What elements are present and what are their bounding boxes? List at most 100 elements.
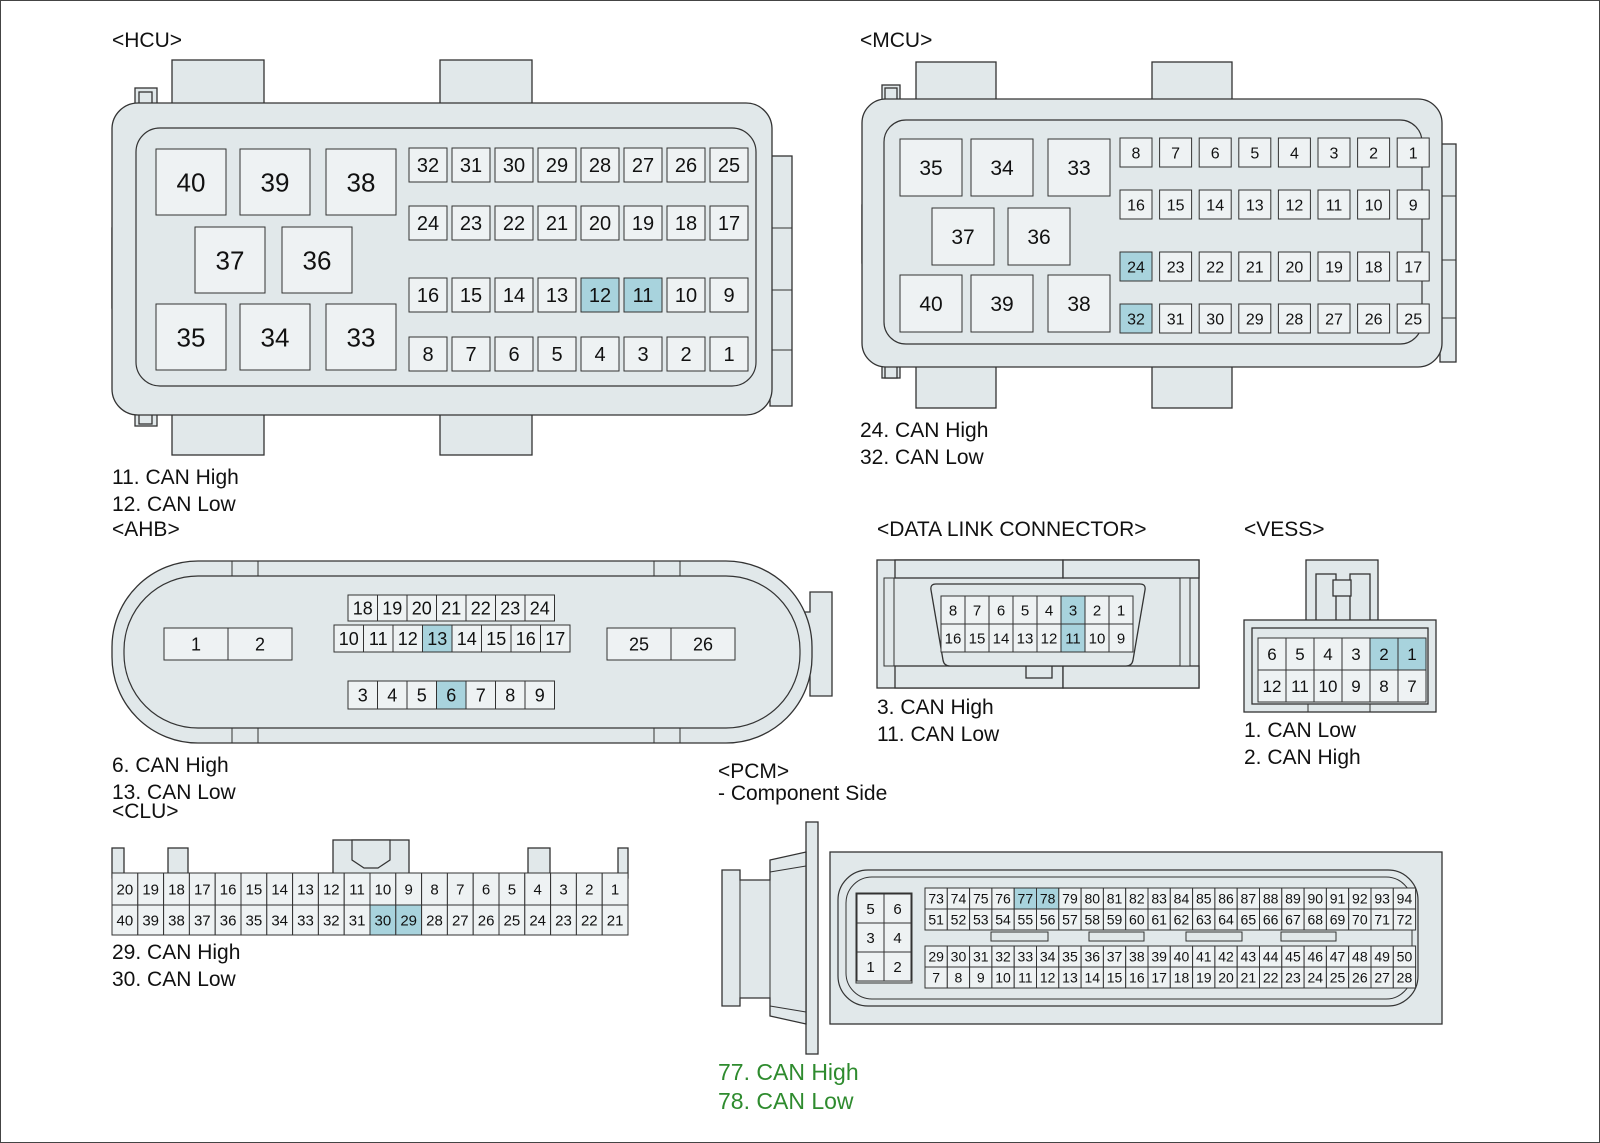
clu-note: 29. CAN High <box>112 941 241 964</box>
hcu-title: <HCU> <box>112 29 183 52</box>
pin-number: 37 <box>1107 949 1123 965</box>
pin-number: 9 <box>723 285 734 307</box>
hcu-pin-32: 32 <box>408 147 448 183</box>
pin-number: 48 <box>1352 949 1368 965</box>
pin-number: 11 <box>1291 677 1309 696</box>
pin-number: 77 <box>1018 891 1034 907</box>
hcu-pin-4: 4 <box>580 336 620 372</box>
ahb-pin-23: 23 <box>495 594 526 622</box>
latch-tab <box>171 409 265 456</box>
pcm-pin-19: 19 <box>1192 966 1216 989</box>
pcm-pin-78: 78 <box>1036 887 1060 910</box>
pin-cell <box>408 205 448 241</box>
pin-number: 85 <box>1196 891 1212 907</box>
hcu-pin-22: 22 <box>494 205 534 241</box>
pcm-pin-18: 18 <box>1169 966 1194 989</box>
pin-number: 32 <box>323 912 340 929</box>
dlc-top-bar <box>894 559 1064 579</box>
pcm-pin-60: 60 <box>1125 908 1149 931</box>
pin-number: 42 <box>1218 949 1234 965</box>
pin-cell <box>601 872 629 906</box>
pin-number: 10 <box>1319 677 1338 696</box>
pcm-pin-64: 64 <box>1214 908 1238 931</box>
pin-cell <box>1285 669 1315 703</box>
dlc-pin-1: 1 <box>1108 595 1134 625</box>
mcu-pin-2: 2 <box>1357 137 1391 168</box>
pin-cell <box>883 951 912 982</box>
hcu-pin-8: 8 <box>408 336 448 372</box>
pin-number: 76 <box>995 891 1011 907</box>
pin-cell <box>1392 966 1417 989</box>
pcm-pin-54: 54 <box>991 908 1015 931</box>
pin-number: 1 <box>191 634 201 654</box>
pcm-key-slot <box>1088 931 1145 942</box>
pin-number: 7 <box>465 344 476 366</box>
pin-number: 47 <box>1330 949 1346 965</box>
clip <box>884 365 898 379</box>
pin-number: 14 <box>1206 197 1224 214</box>
ahb-title: <AHB> <box>112 518 180 541</box>
pin-number: 4 <box>594 344 605 366</box>
pin-number: 15 <box>486 629 506 649</box>
hcu-pin-36: 36 <box>281 226 353 294</box>
hcu-pin-26: 26 <box>666 147 706 183</box>
pin-cell <box>1277 251 1311 282</box>
pin-number: 4 <box>387 685 397 705</box>
clu-pin-39: 39 <box>137 904 165 936</box>
pin-number: 72 <box>1397 912 1413 928</box>
pin-cell <box>377 680 408 710</box>
pin-number: 7 <box>1171 145 1180 162</box>
pin-number: 17 <box>1404 259 1422 276</box>
latch-tab <box>171 59 265 106</box>
pin-number: 4 <box>1045 602 1053 619</box>
mcu-pin-22: 22 <box>1198 251 1232 282</box>
ahb-pin-26: 26 <box>670 627 736 661</box>
pcm-pin-93: 93 <box>1370 887 1394 910</box>
pin-cell <box>580 147 620 183</box>
pcm-pin-82: 82 <box>1125 887 1149 910</box>
pcm-pin-89: 89 <box>1281 887 1305 910</box>
hcu-pin-9: 9 <box>709 277 749 313</box>
hcu-pin-12: 12 <box>580 277 620 313</box>
hcu-pin-19: 19 <box>623 205 663 241</box>
dlc-bottom-bar <box>1062 665 1200 689</box>
pin-cell <box>670 627 736 661</box>
pin-cell <box>1159 137 1193 168</box>
pcm-pin-75: 75 <box>969 887 993 910</box>
pcm-pin-56: 56 <box>1036 908 1060 931</box>
hcu-pin-35: 35 <box>155 303 227 371</box>
pcm-pin-34: 34 <box>1036 945 1060 968</box>
clu-pin-36: 36 <box>214 904 242 936</box>
mcu-notes: 24. CAN High 32. CAN Low <box>860 417 988 471</box>
pin-number: 9 <box>1409 197 1418 214</box>
hcu-pin-27: 27 <box>623 147 663 183</box>
pin-cell <box>1277 137 1311 168</box>
pin-cell <box>1369 669 1399 703</box>
pcm-pin-67: 67 <box>1281 908 1305 931</box>
pin-cell <box>1012 595 1038 625</box>
vess-pin-8: 8 <box>1369 669 1399 703</box>
hcu-pin-25: 25 <box>709 147 749 183</box>
pin-number: 5 <box>1021 602 1029 619</box>
dlc-top-bar <box>1062 559 1200 579</box>
pin-number: 35 <box>919 157 942 180</box>
mcu-pin-37: 37 <box>931 207 995 266</box>
pin-number: 4 <box>534 881 542 898</box>
clu-pin-8: 8 <box>421 872 448 906</box>
pcm-pin-32: 32 <box>991 945 1015 968</box>
pin-cell <box>214 904 242 936</box>
mcu-pin-26: 26 <box>1357 303 1391 334</box>
pcm-pin-65: 65 <box>1236 908 1260 931</box>
pin-number: 17 <box>545 629 565 649</box>
clu-pin-14: 14 <box>266 872 294 906</box>
pin-number: 44 <box>1263 949 1279 965</box>
mcu-pin-21: 21 <box>1238 251 1272 282</box>
dlc-pin-10: 10 <box>1084 623 1110 653</box>
mcu-pin-24: 24 <box>1119 251 1153 282</box>
pin-cell <box>1238 137 1272 168</box>
ahb-pin-17: 17 <box>540 624 571 653</box>
pin-cell <box>1060 623 1086 653</box>
pin-number: 10 <box>995 970 1011 986</box>
